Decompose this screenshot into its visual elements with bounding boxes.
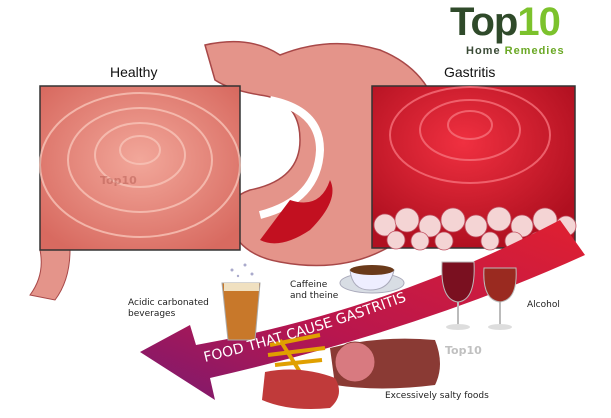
soda-glass	[221, 263, 261, 341]
wine-glasses	[441, 261, 517, 330]
watermark: Top10	[100, 174, 137, 187]
alcohol-label: Alcohol	[527, 300, 560, 310]
salty-foods-label: Excessively salty foods	[385, 391, 489, 401]
healthy-label: Healthy	[110, 64, 158, 80]
healthy-panel	[39, 85, 241, 251]
salty-foods	[262, 333, 440, 409]
watermark-2: Top10	[445, 344, 482, 357]
gastritis-label: Gastritis	[444, 64, 496, 80]
coffee-cup	[339, 265, 405, 294]
logo-subtitle: Home Remedies	[466, 45, 565, 57]
logo: Top10	[450, 0, 561, 44]
gastritis-panel	[371, 85, 577, 251]
